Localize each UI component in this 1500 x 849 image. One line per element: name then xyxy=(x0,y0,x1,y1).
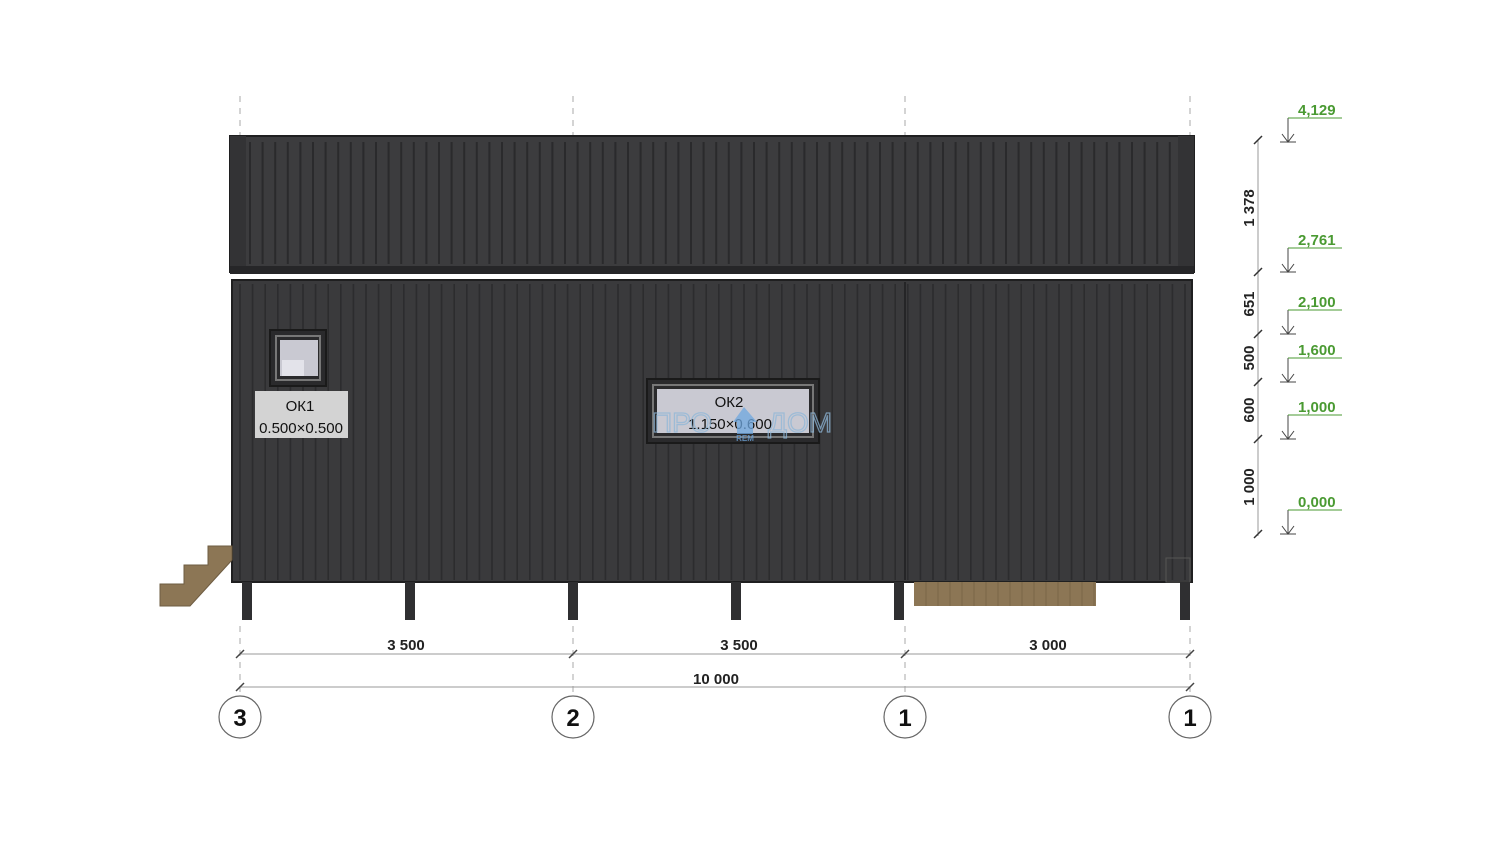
level-marker: 2,100 xyxy=(1280,294,1342,335)
dimension-bay-1: 3 500 xyxy=(387,637,425,654)
level-marker: 1,000 xyxy=(1280,399,1342,440)
watermark-right-text: ДОМ xyxy=(768,407,832,438)
axis-label-3: 1 xyxy=(898,705,911,732)
watermark-left-text: ПРО xyxy=(652,407,712,438)
window-ok1-tag xyxy=(255,391,348,438)
axis-bubble-4 xyxy=(1168,695,1212,739)
window-ok2: ОК2 1.150×0.600 xyxy=(646,378,820,444)
vertical-dimensions: 1 378 651 500 600 1 000 xyxy=(1241,135,1263,539)
level-value: 1,600 xyxy=(1298,342,1336,359)
window-ok2-label: ОК2 xyxy=(715,394,744,411)
window-ok1-size: 0.500×0.500 xyxy=(259,420,343,437)
watermark-small-text: REM xyxy=(736,434,754,443)
vertical-dim-3: 500 xyxy=(1241,345,1258,370)
horizontal-dimensions: 3 500 3 500 3 000 10 000 xyxy=(235,626,1195,696)
level-value: 2,761 xyxy=(1298,232,1336,249)
axis-bubble-3 xyxy=(883,695,927,739)
roof-panel xyxy=(229,135,1195,274)
axis-label-4: 1 xyxy=(1183,705,1196,732)
foundation-piles xyxy=(242,582,1190,620)
vertical-dim-4: 600 xyxy=(1241,397,1258,422)
dimension-bay-3: 3 000 xyxy=(1029,637,1067,654)
level-value: 2,100 xyxy=(1298,294,1336,311)
level-value: 0,000 xyxy=(1298,494,1336,511)
window-ok1: ОК1 0.500×0.500 xyxy=(255,329,348,438)
level-marker: 1,600 xyxy=(1280,342,1342,383)
window-ok1-label: ОК1 xyxy=(286,398,315,415)
level-value: 4,129 xyxy=(1298,102,1336,119)
vertical-dim-1: 1 378 xyxy=(1241,189,1258,227)
level-marker: 2,761 xyxy=(1280,232,1342,273)
level-marker: 4,129 xyxy=(1280,102,1342,143)
deck-boards xyxy=(914,582,1096,606)
dimension-bay-2: 3 500 xyxy=(720,637,758,654)
house-icon xyxy=(733,407,757,434)
level-markers: 4,129 2,761 2,100 1,600 1,000 0,000 xyxy=(1280,102,1342,535)
axis-bubble-2 xyxy=(551,695,595,739)
roof-ribs xyxy=(249,142,1171,264)
dimension-total: 10 000 xyxy=(693,671,739,688)
vertical-dim-5: 1 000 xyxy=(1241,468,1258,506)
level-marker: 0,000 xyxy=(1280,494,1342,535)
vertical-dim-2: 651 xyxy=(1241,291,1258,316)
axis-label-1: 3 xyxy=(233,705,246,732)
axis-bubble-1 xyxy=(218,695,262,739)
axis-guides xyxy=(239,96,1191,136)
grid-axis-markers: 3 2 1 1 xyxy=(218,695,1212,739)
level-value: 1,000 xyxy=(1298,399,1336,416)
axis-label-2: 2 xyxy=(566,705,579,732)
watermark: ПРО ДОМ REM xyxy=(651,406,832,443)
wall-panel xyxy=(231,279,1193,583)
entry-stairs xyxy=(159,545,233,607)
